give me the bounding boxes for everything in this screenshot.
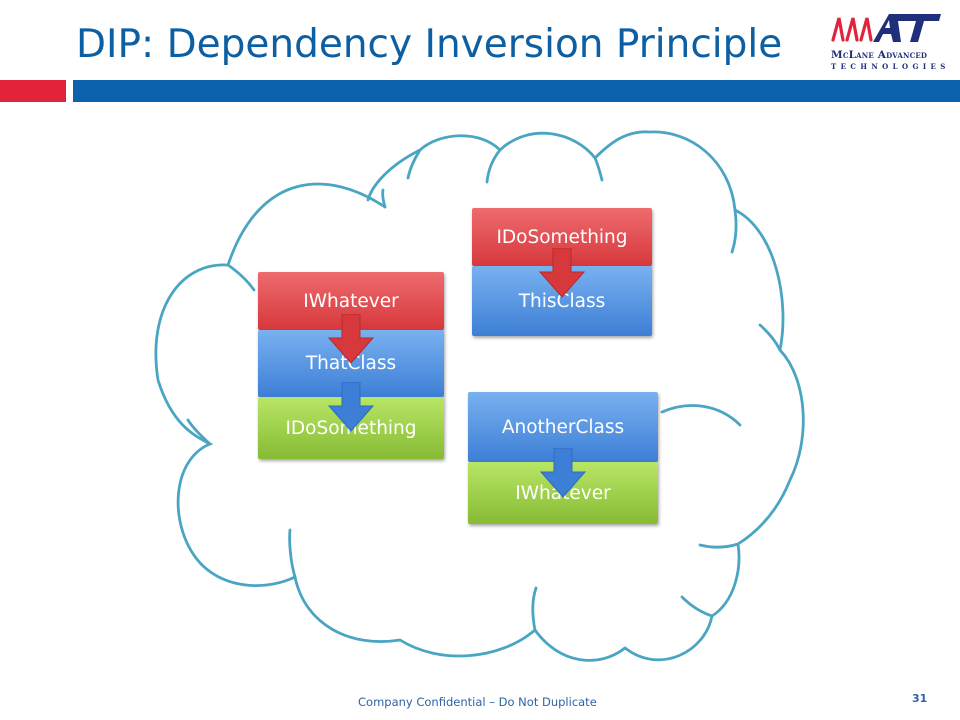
interface-iwhatever-label: IWhatever: [303, 290, 399, 312]
footer-confidential: Company Confidential – Do Not Duplicate: [358, 695, 597, 709]
anotherclass-label: AnotherClass: [501, 416, 625, 438]
logo-company-name: McLane Advanced: [831, 49, 928, 61]
header-accent-red: [0, 80, 66, 102]
mat-logo-icon: [831, 14, 941, 42]
arrow-down-icon: [328, 314, 374, 364]
stack-this-class: IDoSomething ThisClass: [472, 208, 652, 338]
arrow-down-icon: [539, 248, 585, 298]
arrow-down-icon: [540, 448, 586, 498]
slide-title: DIP: Dependency Inversion Principle: [76, 22, 783, 67]
arrow-down-icon: [328, 382, 374, 432]
stack-that-class: IWhatever ThatClass IDoSomething: [258, 272, 444, 462]
page-number: 31: [912, 692, 928, 705]
logo-company-subtitle: TECHNOLOGIES: [831, 62, 950, 71]
header-accent-blue: [73, 80, 960, 102]
thisclass-label: ThisClass: [518, 290, 606, 312]
logo: McLane Advanced TECHNOLOGIES: [827, 8, 947, 72]
stack-another-class: AnotherClass IWhatever: [468, 392, 658, 526]
interface-idosomething-label: IDoSomething: [496, 226, 628, 248]
